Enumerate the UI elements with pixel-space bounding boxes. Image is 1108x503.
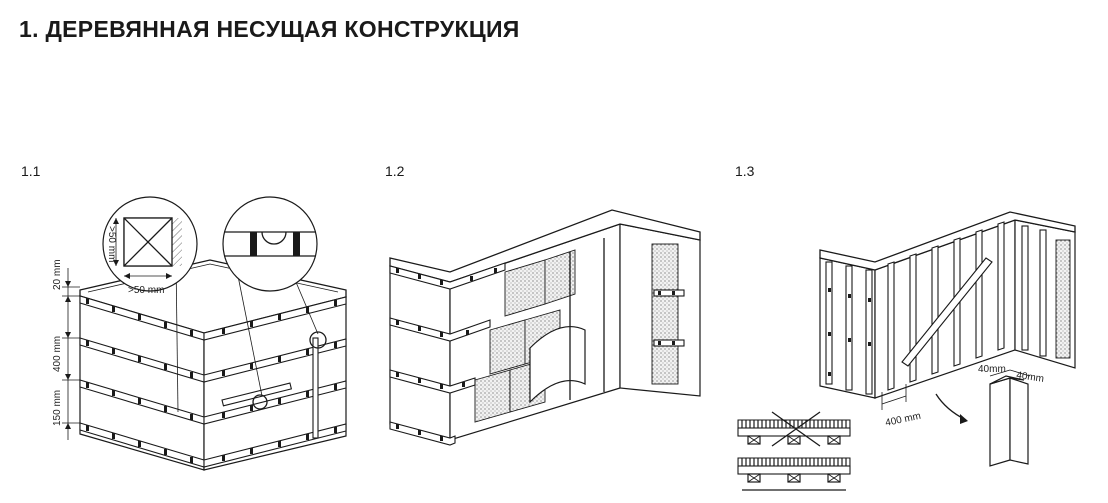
figure-1-2 <box>389 209 701 446</box>
vertical-studs <box>825 221 1047 395</box>
bottom-gap-label: 150 mm <box>52 390 63 426</box>
battens-horizontal <box>79 295 347 468</box>
gap-top-label: 20 mm <box>52 259 63 290</box>
diagonal-brace <box>901 257 993 367</box>
membrane-roll <box>529 326 586 404</box>
figure-1-1: >50 mm >50 mm 20 mm 400 mm 150 mm <box>52 196 347 471</box>
insulation-panels <box>474 243 679 423</box>
section-width-label: >50 mm <box>128 285 164 296</box>
page-title: 1. ДЕРЕВЯННАЯ НЕСУЩАЯ КОНСТРУКЦИЯ <box>19 16 520 42</box>
vertical-pipe <box>312 337 319 439</box>
figure-1-3: 400 mm 40mm 40mm <box>737 211 1076 491</box>
corner-dim-a-label: 40mm <box>978 364 1006 375</box>
stud-section-wrong <box>737 411 851 447</box>
step-number-1-2: 1.2 <box>385 163 405 179</box>
screws <box>86 298 337 463</box>
wall-top <box>819 211 1076 271</box>
section-height-label: >50 mm <box>106 226 117 262</box>
stud-section-right <box>737 457 851 491</box>
pipe-detail-marker <box>309 331 327 349</box>
spacing-label: 400 mm <box>52 336 63 372</box>
corner-dim-b-label: 40mm <box>1016 370 1045 385</box>
level-detail-marker <box>252 394 268 410</box>
step-number-1-3: 1.3 <box>735 163 755 179</box>
corner-post-detail: 40mm 40mm <box>978 364 1045 467</box>
step-number-1-1: 1.1 <box>21 163 41 179</box>
battens-horizontal <box>389 262 685 446</box>
stud-spacing-label: 400 mm <box>884 411 922 429</box>
dimension-column: 20 mm 400 mm 150 mm <box>52 259 80 440</box>
